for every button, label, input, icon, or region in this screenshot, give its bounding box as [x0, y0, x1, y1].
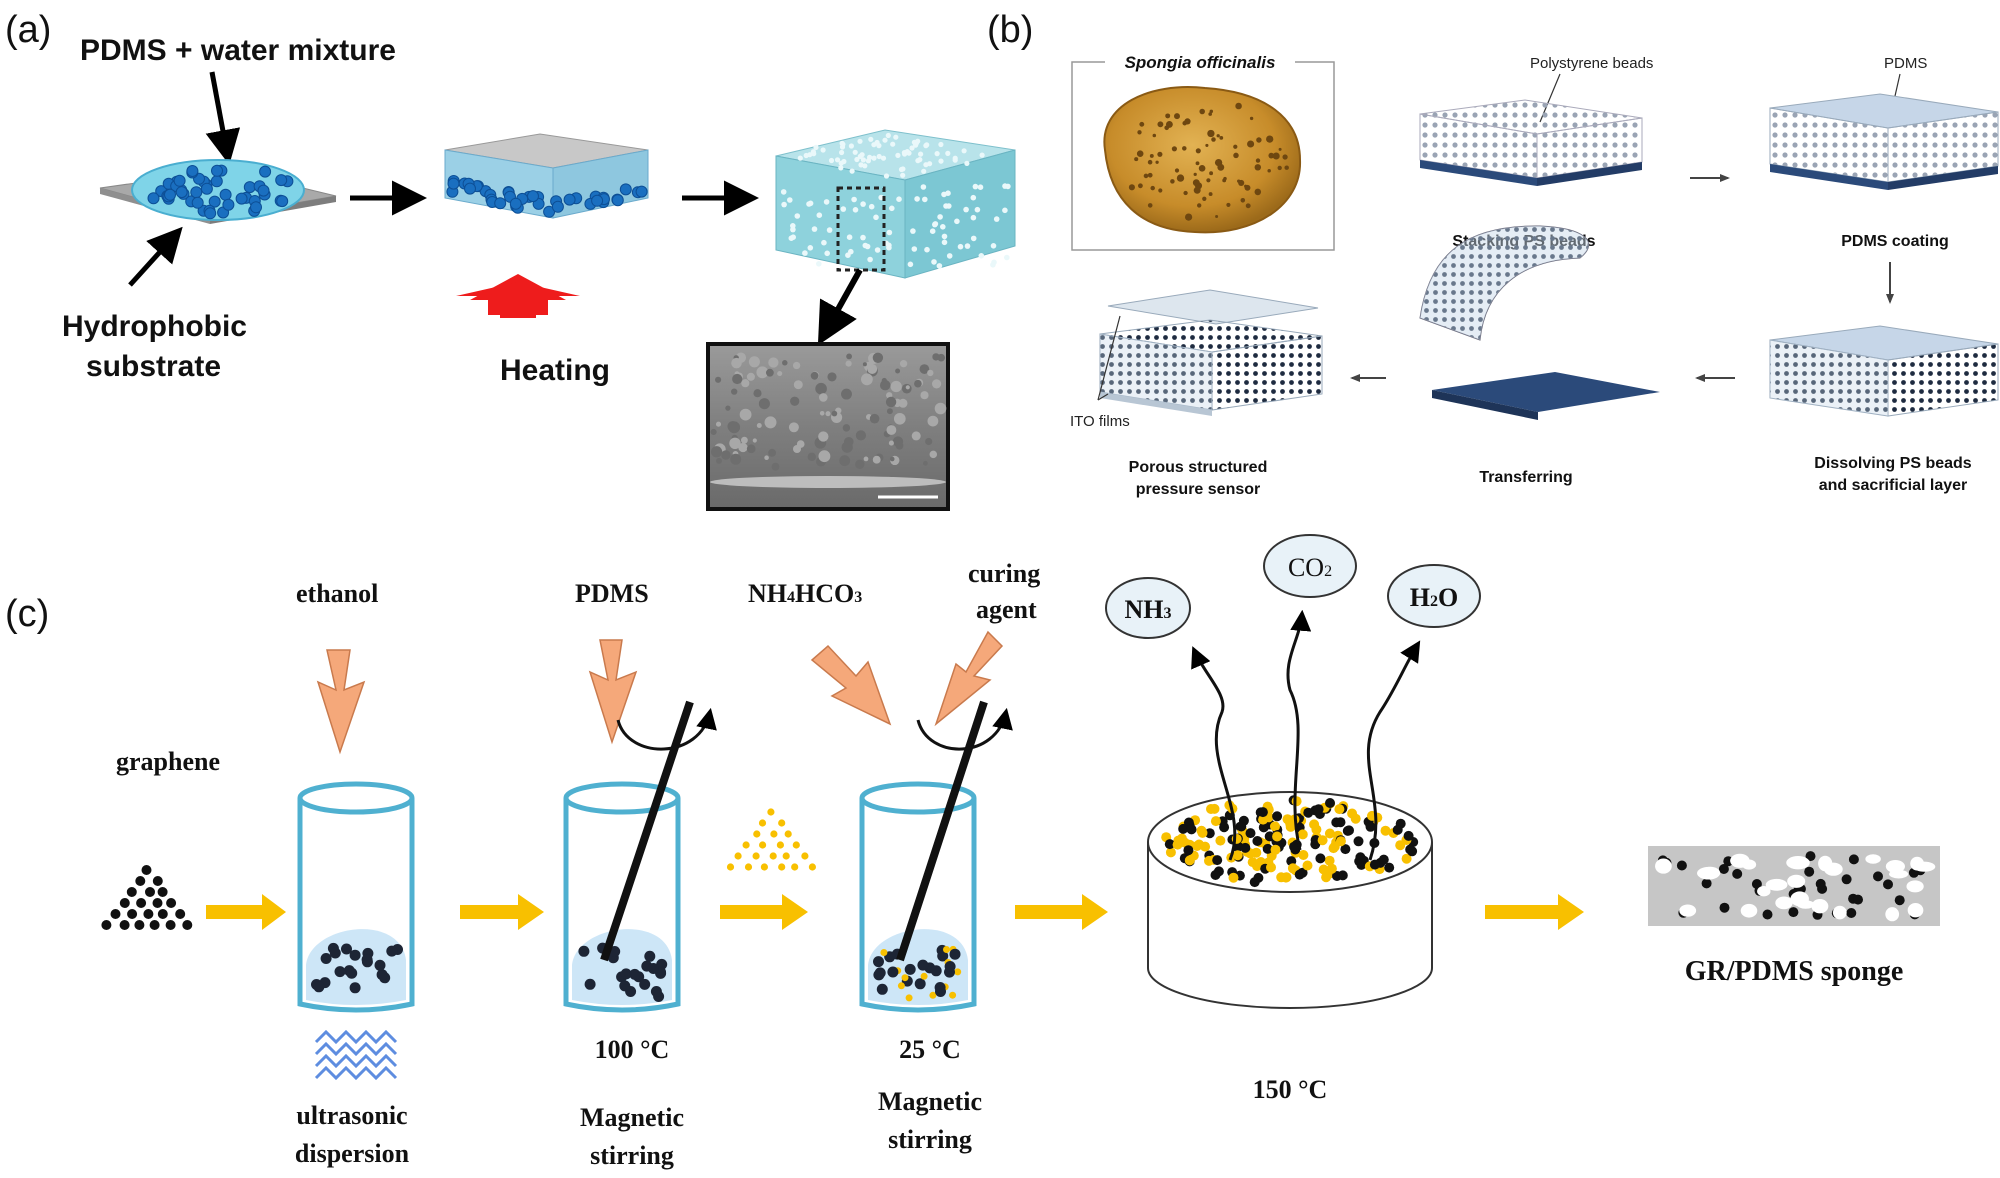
nh4hco3-pile — [726, 808, 817, 871]
ito-films-callout: ITO films — [1070, 413, 1130, 430]
label-graphene: graphene — [116, 747, 220, 776]
flow-arrow-c2 — [460, 894, 544, 930]
label-stirring-1b: stirring — [590, 1141, 674, 1170]
stir-rod-2 — [896, 700, 988, 962]
beaker-stirring-25c — [859, 700, 1013, 1013]
panel-a-label: (a) — [5, 9, 51, 51]
sponge-pores — [1128, 102, 1289, 221]
transferring-film — [1419, 225, 1660, 420]
panel-b: (b) Spongia officinalis Polystyrene bead… — [987, 9, 1999, 498]
sponge-slab-pores — [1655, 851, 1936, 922]
heating-label: Heating — [500, 354, 610, 387]
label-dispersion: dispersion — [295, 1139, 410, 1168]
stir-rod-1 — [600, 700, 694, 962]
panel-c: (c) ethanol graphene PDMS NH4HCO3 curing… — [5, 534, 1940, 1170]
heated-block-beads — [446, 175, 648, 218]
salmon-arrows — [316, 630, 1004, 755]
label-product: GR/PDMS sponge — [1685, 956, 1904, 987]
porous-block-pores — [780, 132, 1011, 269]
substrate-label-1: Hydrophobic — [62, 310, 247, 343]
heating-dish — [1147, 791, 1433, 1009]
stacked-ps-beads-block — [1419, 99, 1643, 186]
droplet-beads — [147, 164, 294, 220]
stir-rotation-arrow-1 — [616, 707, 717, 751]
step-dissolving-2: and sacrificial layer — [1819, 477, 1968, 494]
label-temp-25: 25 °C — [899, 1035, 961, 1064]
porous-block-side — [904, 149, 1016, 279]
flow-arrow-c3 — [720, 894, 808, 930]
substrate-pointer-arrow — [128, 226, 183, 287]
label-stirring-2a: Magnetic — [878, 1087, 982, 1116]
ito-callout-line-1 — [1097, 315, 1121, 401]
sponge-species-title: Spongia officinalis — [1125, 53, 1276, 72]
flow-arrow-c5 — [1485, 894, 1584, 930]
ito-callout-line-2 — [1097, 393, 1109, 401]
label-ultrasonic: ultrasonic — [296, 1101, 407, 1130]
sem-texture — [710, 352, 947, 488]
stir-rotation-arrow-2 — [916, 707, 1013, 751]
pdms-callout: PDMS — [1884, 55, 1927, 72]
yellow-flow-arrows — [206, 894, 1584, 930]
label-ethanol: ethanol — [296, 579, 378, 608]
pdms-coated-block — [1769, 93, 1999, 190]
label-temp-100: 100 °C — [595, 1035, 670, 1064]
label-curing-1: curing — [968, 559, 1040, 588]
ps-beads-callout: Polystyrene beads — [1530, 55, 1653, 72]
step-transferring: Transferring — [1479, 469, 1572, 486]
ultrasonic-waves-icon — [314, 1029, 398, 1081]
mixture-pointer-arrow — [205, 71, 241, 165]
nh4hco3-arrow — [810, 644, 892, 726]
label-nh4hco3: NH4HCO3 — [748, 579, 862, 608]
gas-arrow-h2o — [1366, 640, 1421, 861]
gas-arrow-co2 — [1286, 609, 1312, 851]
substrate-label-2: substrate — [86, 350, 221, 383]
step-dissolving-1: Dissolving PS beads — [1814, 455, 1971, 472]
label-curing-2: agent — [976, 595, 1037, 624]
dissolved-porous-block — [1769, 325, 1999, 417]
panel-c-label: (c) — [5, 593, 49, 635]
gas-bubble-nh3 — [1105, 577, 1191, 639]
panel-b-label: (b) — [987, 9, 1033, 51]
beaker-stirring-100c — [563, 700, 717, 1013]
label-stirring-2b: stirring — [888, 1125, 972, 1154]
label-stirring-1a: Magnetic — [580, 1103, 684, 1132]
sem-region-outline — [836, 186, 886, 272]
heating-arrow-body — [456, 282, 580, 315]
step-sensor-2: pressure sensor — [1136, 481, 1261, 498]
label-pdms: PDMS — [575, 579, 649, 608]
step-sensor-1: Porous structured — [1129, 459, 1268, 476]
flow-arrow-c4 — [1015, 894, 1108, 930]
pressure-sensor-stack — [1099, 289, 1323, 416]
beaker-ultrasonic — [297, 781, 415, 1013]
panel-a: (a) PDMS + water mixture Hydrophobic sub… — [5, 9, 1016, 511]
sem-zoom-arrow — [817, 268, 863, 346]
mixture-label: PDMS + water mixture — [80, 34, 396, 67]
curing-arrow — [934, 630, 1004, 727]
label-temp-150: 150 °C — [1253, 1075, 1328, 1104]
pdms-arrow — [588, 639, 638, 745]
ethanol-arrow — [316, 649, 366, 755]
gas-bubble-co2 — [1263, 534, 1357, 598]
flow-arrow-c1 — [206, 894, 286, 930]
gas-arrow-nh3 — [1191, 646, 1237, 861]
gas-bubble-h2o — [1387, 564, 1481, 628]
graphene-pile — [101, 865, 193, 930]
step-coating: PDMS coating — [1841, 233, 1949, 250]
sea-sponge-image — [1103, 86, 1302, 234]
sponge-title-bg — [1105, 52, 1295, 72]
